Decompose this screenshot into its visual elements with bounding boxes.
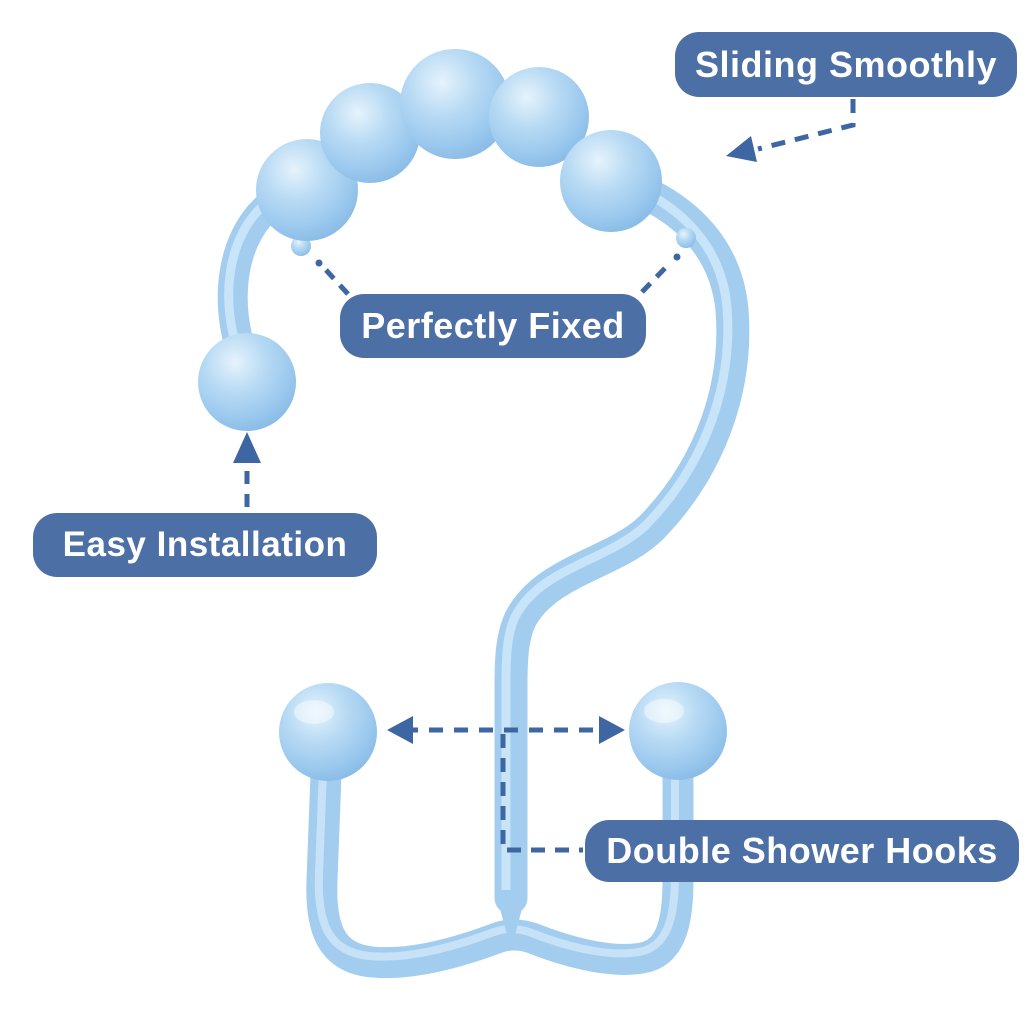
arrowhead-up-icon (233, 432, 261, 463)
callout-easy-installation: Easy Installation (33, 513, 377, 577)
hook-ball-right (629, 682, 727, 780)
arrowhead-right-icon (599, 716, 625, 744)
callout-sliding-smoothly: Sliding Smoothly (675, 32, 1017, 97)
dashed-line (757, 99, 856, 152)
easy-installation-pointer (233, 432, 261, 507)
pointer-dot (315, 259, 323, 267)
arrowhead-left-icon (387, 716, 413, 744)
roller-bead (560, 130, 662, 232)
callout-perfectly-fixed: Perfectly Fixed (340, 294, 646, 358)
ball-specular (644, 699, 684, 723)
end-bead (198, 333, 296, 431)
dashed-line (500, 734, 583, 853)
callout-label: Easy Installation (62, 525, 348, 564)
dashed-line (640, 261, 672, 294)
stopper-nub-left (291, 236, 311, 256)
pointer-dot (673, 253, 681, 261)
arrowhead-left-icon (726, 136, 757, 162)
perfectly-fixed-pointer-right (640, 253, 681, 294)
ball-specular (294, 700, 334, 724)
annotations (233, 99, 856, 853)
callout-label: Sliding Smoothly (695, 43, 997, 85)
roller-bead (400, 49, 510, 159)
roller-bead (489, 67, 589, 167)
shower-hook-product (198, 49, 750, 979)
dashed-line (324, 268, 350, 296)
hook-ball-left (279, 683, 377, 781)
callout-label: Perfectly Fixed (361, 305, 625, 346)
roller-bead (320, 83, 420, 183)
ring-wire-highlight (501, 173, 733, 900)
callout-double-shower-hooks: Double Shower Hooks (585, 820, 1019, 882)
callout-label: Double Shower Hooks (606, 830, 998, 871)
double-shower-hooks-pointer (500, 734, 583, 853)
sliding-smoothly-pointer (726, 99, 856, 162)
hook-spacing-arrow (387, 716, 625, 744)
stem-tip (495, 890, 527, 950)
stopper-nub-right (676, 228, 696, 248)
perfectly-fixed-pointer-left (315, 259, 350, 296)
